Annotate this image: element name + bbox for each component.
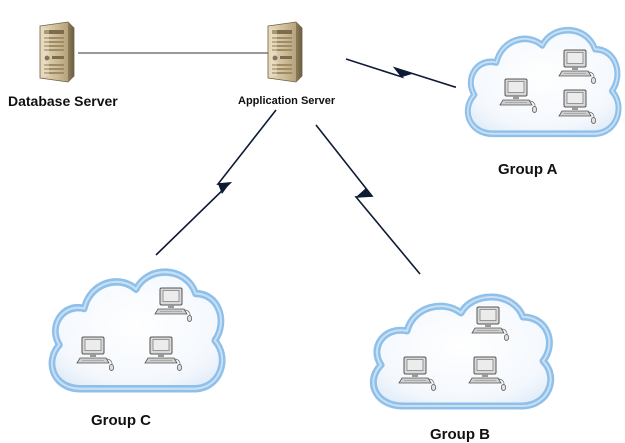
group-a-label: Group A	[498, 161, 558, 178]
group-c-label: Group C	[91, 412, 151, 429]
cloud-icon	[373, 297, 550, 406]
cloud-icon	[468, 30, 619, 134]
wireless-link-group-c	[155, 109, 277, 256]
server-icon	[267, 21, 303, 83]
wireless-link-group-a	[345, 58, 456, 89]
server-icon	[39, 21, 75, 83]
group-b-label: Group B	[430, 426, 490, 443]
application-server-label: Application Server	[238, 95, 336, 107]
cloud-icon	[52, 272, 222, 389]
wireless-link-group-b	[315, 124, 421, 275]
database-server-label: Database Server	[8, 93, 118, 109]
